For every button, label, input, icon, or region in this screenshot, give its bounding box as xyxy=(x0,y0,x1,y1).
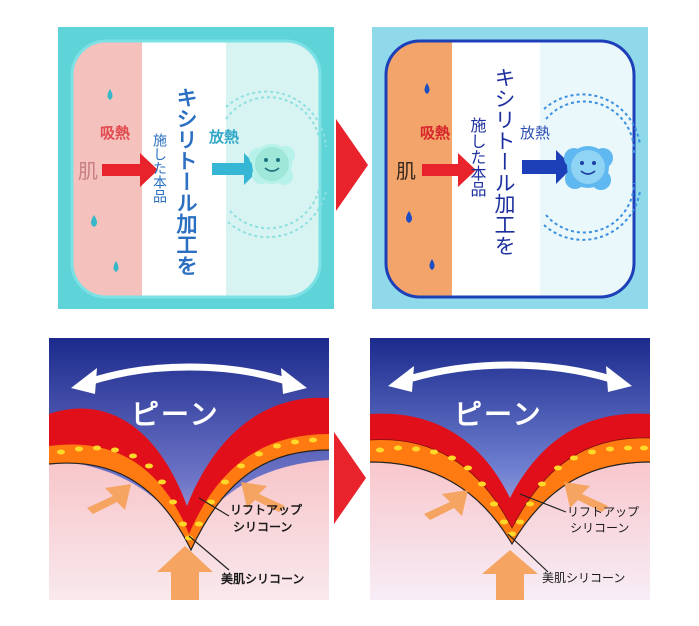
heat-absorb-arrow xyxy=(102,153,158,187)
stretch-label: ピーン xyxy=(131,398,220,431)
water-drop-icon xyxy=(424,83,430,94)
lift-up-silicone-label: シリコーン xyxy=(570,521,629,535)
lift-up-silicone-label: リフトアップ xyxy=(567,505,639,519)
water-drop-icon xyxy=(406,211,412,223)
water-drop-icon xyxy=(429,259,435,270)
smiling-cloud-icon xyxy=(564,146,613,190)
product-vertical-text: キシリトール加工を xyxy=(492,67,516,256)
stretch-label: ピーン xyxy=(454,398,543,431)
silicone-dots xyxy=(57,437,317,541)
lift-up-silicone-layer xyxy=(370,413,650,528)
rounded-frame xyxy=(384,39,636,299)
absorb-label: 吸熱 xyxy=(420,124,450,142)
heat-dashes xyxy=(225,90,327,239)
up-arrow-icon xyxy=(424,482,608,600)
beauty-silicone-layer xyxy=(49,434,329,550)
curved-double-arrow-icon xyxy=(404,361,616,384)
water-drop-icon xyxy=(107,89,113,100)
curved-double-arrow-icon xyxy=(87,363,291,386)
top-right-panel: 肌 吸熱 放熱 キシリトール加工を 施した本品 xyxy=(372,27,648,309)
lift-up-silicone-layer xyxy=(49,397,329,544)
product-vertical-text: 施した本品 xyxy=(468,117,487,197)
heat-dashes xyxy=(543,93,641,241)
heat-release-arrow xyxy=(522,150,573,184)
smiling-cloud-icon xyxy=(249,144,295,185)
red-triangle-arrow-icon xyxy=(336,119,368,211)
absorb-label: 吸熱 xyxy=(100,124,130,142)
product-vertical-text: キシリトール加工を xyxy=(174,87,199,276)
heat-release-arrow xyxy=(212,153,260,185)
lift-up-silicone-label: シリコーン xyxy=(233,520,292,534)
beauty-silicone-label: 美肌シリコーン xyxy=(221,571,304,586)
beauty-silicone-label: 美肌シリコーン xyxy=(542,571,625,585)
bottom-left-panel: ピーン リフトアップ シリコーン 美肌シリコーン xyxy=(49,338,329,600)
bottom-right-panel: ピーン リフトアップ シリコーン 美肌シリコーン xyxy=(370,338,650,600)
skin-label: 肌 xyxy=(396,159,416,183)
rounded-frame xyxy=(70,39,322,299)
red-triangle-arrow-icon xyxy=(334,432,366,524)
heat-absorb-arrow xyxy=(422,153,476,187)
release-label: 放熱 xyxy=(208,128,239,146)
skin-label: 肌 xyxy=(78,159,98,183)
water-drop-icon xyxy=(91,215,97,227)
water-drop-icon xyxy=(113,261,119,272)
lift-up-silicone-label: リフトアップ xyxy=(230,502,303,517)
silicone-dots xyxy=(376,445,648,537)
beauty-silicone-layer xyxy=(370,437,650,544)
up-arrow-icon xyxy=(87,482,285,600)
release-label: 放熱 xyxy=(520,124,550,142)
product-vertical-text: 施した本品 xyxy=(151,133,167,203)
top-left-panel: 肌 吸熱 放熱 キシリトール加工を 施した本品 xyxy=(58,27,334,309)
